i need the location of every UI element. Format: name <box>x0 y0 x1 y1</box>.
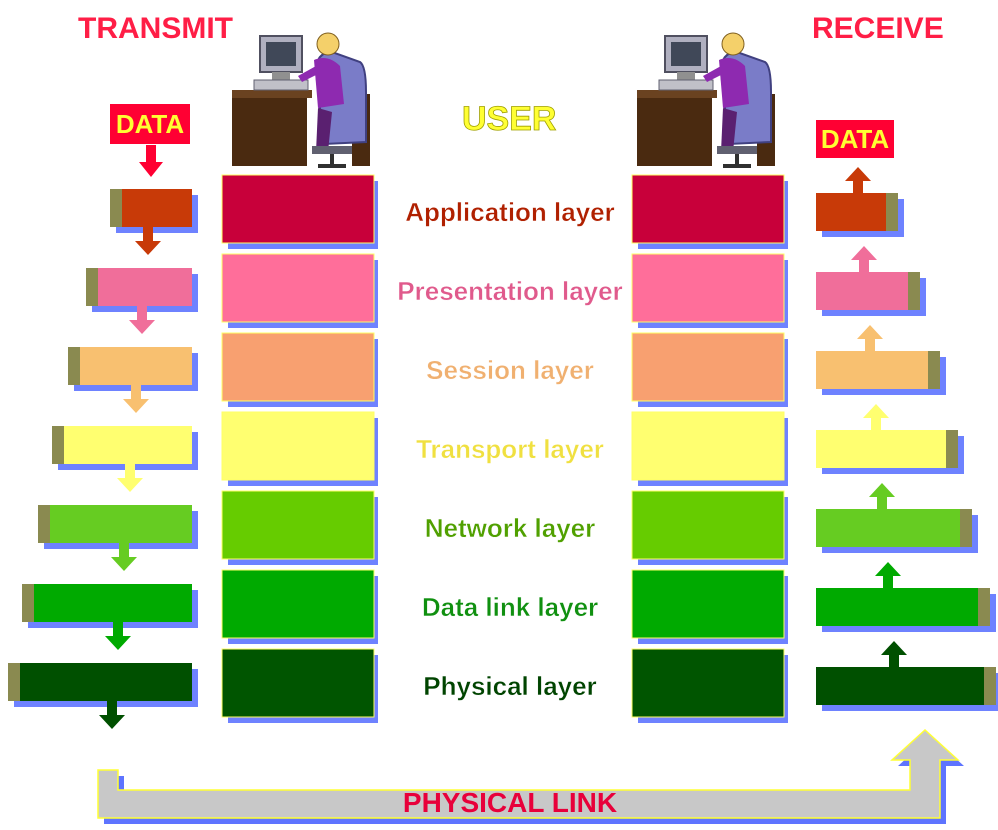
data-box-receive: DATA <box>816 120 894 158</box>
data-box-transmit: DATA <box>110 104 190 144</box>
receive-bar-stub <box>984 667 996 705</box>
data-box-receive-label: DATA <box>821 124 890 154</box>
layer-label: Session layer <box>426 355 594 385</box>
physical-layer-left-box <box>221 648 375 718</box>
receive-bar-stub <box>928 351 940 389</box>
session-layer-right-box <box>631 332 785 402</box>
transmit-bar <box>110 189 192 227</box>
data-link-layer-right-box <box>631 569 785 639</box>
up-arrow-icon <box>881 641 907 667</box>
user-heading: USER <box>462 100 556 138</box>
transmit-bar <box>52 426 192 464</box>
physical-link-arrow-icon <box>97 728 960 819</box>
application-layer-left-box <box>221 174 375 244</box>
receive-bar-stub <box>908 272 920 310</box>
session-layer-left-box <box>221 332 375 402</box>
receive-bar-stub <box>886 193 898 231</box>
receive-bar-stub <box>960 509 972 547</box>
transmit-bar <box>8 663 192 701</box>
network-layer-right-box <box>631 490 785 560</box>
up-arrow-icon <box>869 483 895 509</box>
transmit-bar-stub <box>38 505 50 543</box>
layer-label: Network layer <box>425 513 596 543</box>
computer-user-icon <box>232 32 370 168</box>
transmit-bar-stub <box>52 426 64 464</box>
transmit-bar-stub <box>110 189 122 227</box>
presentation-layer-left-box <box>221 253 375 323</box>
layer-label: Application layer <box>405 197 615 227</box>
data-box-transmit-label: DATA <box>116 109 185 139</box>
receive-bar <box>816 667 996 705</box>
data-down-arrow-icon <box>139 145 163 177</box>
transmit-bar <box>68 347 192 385</box>
down-arrow-icon <box>111 543 137 571</box>
application-layer-right-box <box>631 174 785 244</box>
physical-layer-right-box <box>631 648 785 718</box>
transmit-heading: TRANSMIT <box>78 12 233 45</box>
transmit-bar-stub <box>68 347 80 385</box>
receive-heading: RECEIVE <box>812 12 944 45</box>
physical-link: PHYSICAL LINK <box>97 728 964 824</box>
down-arrow-icon <box>135 227 161 255</box>
transmit-bar <box>86 268 192 306</box>
transport-layer-right-box <box>631 411 785 481</box>
network-layer-left-box <box>221 490 375 560</box>
receive-bar <box>816 588 990 626</box>
transmit-bar <box>22 584 192 622</box>
up-arrow-icon <box>857 325 883 351</box>
receive-bar <box>816 430 958 468</box>
transmit-bar-stub <box>8 663 20 701</box>
down-arrow-icon <box>117 464 143 492</box>
layer-label: Presentation layer <box>397 276 622 306</box>
transport-layer-left-box <box>221 411 375 481</box>
down-arrow-icon <box>105 622 131 650</box>
transmit-bar-stub <box>86 268 98 306</box>
layer-label: Transport layer <box>416 434 604 464</box>
receive-bar <box>816 272 920 310</box>
up-arrow-icon <box>851 246 877 272</box>
receive-bar <box>816 351 940 389</box>
presentation-layer-right-box <box>631 253 785 323</box>
receive-bar <box>816 509 972 547</box>
physical-link-label: PHYSICAL LINK <box>403 787 617 818</box>
up-arrow-icon <box>863 404 889 430</box>
receive-bar-stub <box>946 430 958 468</box>
transmit-bar <box>38 505 192 543</box>
receive-bar <box>816 193 898 231</box>
receive-bar-stub <box>978 588 990 626</box>
down-arrow-icon <box>129 306 155 334</box>
down-arrow-icon <box>123 385 149 413</box>
layer-label: Data link layer <box>422 592 598 622</box>
computer-user-icon <box>637 32 775 168</box>
transmit-bar-stub <box>22 584 34 622</box>
down-arrow-icon <box>99 701 125 729</box>
layer-label: Physical layer <box>423 671 596 701</box>
data-link-layer-left-box <box>221 569 375 639</box>
up-arrow-icon <box>845 167 871 193</box>
up-arrow-icon <box>875 562 901 588</box>
